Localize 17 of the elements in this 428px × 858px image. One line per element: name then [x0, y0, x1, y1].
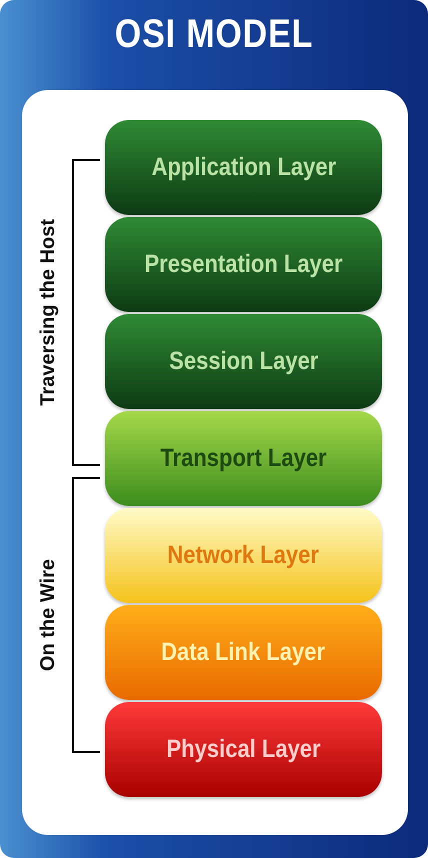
layer-box [105, 120, 382, 215]
layer-box [105, 411, 382, 506]
layer-box [105, 314, 382, 409]
layer-label: Session Layer [168, 347, 318, 376]
layer-label: Presentation Layer [144, 250, 343, 279]
layer-label: Physical Layer [166, 735, 321, 764]
section-label: Traversing the Host [36, 219, 60, 406]
layer-box [105, 508, 382, 603]
layer-label: Network Layer [168, 541, 320, 570]
layer-label: Application Layer [151, 153, 336, 182]
layer-box [105, 702, 382, 797]
title: OSI MODEL [114, 12, 314, 57]
layer-box [105, 217, 382, 312]
section-label: On the Wire [36, 559, 60, 672]
layer-label: Transport Layer [160, 444, 327, 473]
layer-box [105, 605, 382, 700]
layer-label: Data Link Layer [162, 638, 326, 667]
